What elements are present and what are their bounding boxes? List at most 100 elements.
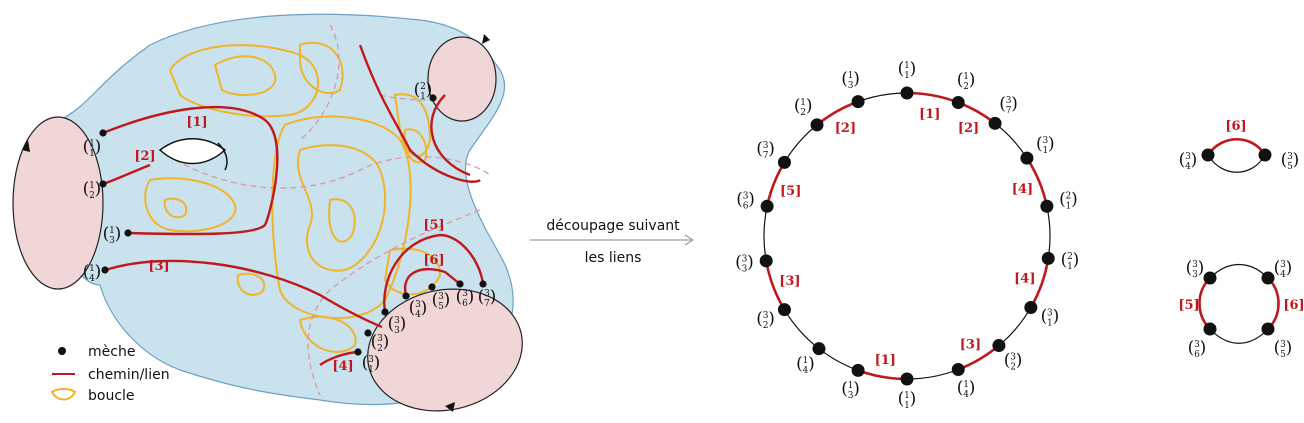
loop — [298, 315, 357, 353]
boundary-arc — [998, 307, 1032, 347]
svg-text:): ) — [1286, 258, 1293, 278]
dashed-back-curves — [174, 24, 491, 396]
svg-text:): ) — [400, 314, 407, 334]
binom-bottom: 5 — [1280, 350, 1286, 360]
svg-text:(: ( — [756, 139, 763, 159]
binom-top: 3 — [368, 355, 374, 365]
small-circle-2-figure: ()33()34()36()35[5][6] — [1178, 258, 1304, 360]
svg-text:): ) — [95, 262, 102, 282]
binom-bottom: 2 — [963, 82, 969, 92]
binom-top: 3 — [1280, 340, 1286, 350]
svg-text:(: ( — [371, 332, 378, 352]
svg-text:): ) — [969, 378, 976, 398]
link-label: [6] — [423, 253, 444, 268]
small-circle-1-figure: ()34()35[6] — [1179, 119, 1300, 173]
link-5 — [383, 233, 485, 313]
arrow-caption-line1: découpage suivant — [546, 218, 680, 234]
meche-dot — [759, 254, 773, 268]
big-circle-link-labels: [1][2][4][4][3][1][3][5][2] — [779, 107, 1035, 368]
link-label: [4] — [1014, 272, 1035, 287]
legend-dot-icon — [58, 347, 66, 355]
svg-text:): ) — [853, 379, 860, 399]
link-label: [1] — [919, 107, 940, 122]
link-arc — [1267, 277, 1280, 330]
small-circle-meche-label: ()35 — [1281, 150, 1300, 172]
binom-bottom: 3 — [394, 326, 400, 336]
big-circle-meche-label: ()21 — [1061, 250, 1080, 272]
binom-top: 3 — [1047, 309, 1053, 319]
binom-top: 3 — [1043, 136, 1049, 146]
svg-text:): ) — [1071, 190, 1078, 210]
meche-dot — [354, 348, 362, 356]
meche-dot — [1261, 322, 1275, 336]
binom-top: 1 — [904, 61, 910, 71]
big-circle-meche-label: ()13 — [841, 379, 860, 401]
top-right-boundary-disk — [427, 36, 497, 122]
arrow-caption-line2: les liens — [585, 250, 642, 266]
big-circle-meche-labels: ()11()12()37()31()21()21()31()32()14()11… — [735, 59, 1079, 411]
svg-text:): ) — [747, 253, 754, 273]
meche-dot — [777, 303, 791, 317]
binom-top: 1 — [963, 380, 969, 390]
svg-text:(: ( — [103, 224, 110, 244]
big-circle-meche-label: ()11 — [898, 389, 917, 411]
surface-meche-label: ()13 — [103, 224, 122, 246]
loop — [328, 198, 356, 243]
meche-dot — [992, 339, 1006, 353]
boundary-arc — [783, 124, 818, 163]
link-4 — [358, 44, 481, 183]
big-circle-meche-label: ()14 — [957, 378, 976, 400]
binom-bottom: 6 — [743, 202, 749, 212]
legend: mèche chemin/lien boucle — [50, 344, 170, 404]
link-label: [6] — [1283, 298, 1304, 313]
svg-text:(: ( — [83, 179, 90, 199]
big-circle-meche-label: ()31 — [1036, 134, 1055, 156]
binom-top: 1 — [800, 98, 806, 108]
link-label: [5] — [780, 184, 801, 199]
binom-bottom: 1 — [89, 149, 95, 159]
svg-text:): ) — [1016, 350, 1023, 370]
svg-text:(: ( — [414, 80, 421, 100]
svg-text:): ) — [421, 298, 428, 318]
link-1 — [102, 105, 279, 236]
meche-dot — [101, 266, 109, 274]
loop — [168, 44, 319, 118]
meche-dot — [760, 199, 774, 213]
svg-text:(: ( — [957, 70, 964, 90]
binom-bottom: 1 — [904, 401, 910, 411]
meche-dot — [1203, 322, 1217, 336]
small-circle-meche-label: ()34 — [1179, 150, 1198, 172]
arrow-head-icon — [684, 234, 694, 246]
arrow-head — [482, 34, 490, 44]
boundary-arc — [783, 309, 820, 350]
surface-meche-label: ()36 — [456, 287, 475, 309]
svg-text:(: ( — [735, 253, 742, 273]
binom-top: 3 — [462, 289, 468, 299]
binom-bottom: 3 — [848, 391, 854, 401]
boundary-arc — [1209, 328, 1269, 344]
boundary-arc — [994, 122, 1028, 159]
svg-text:): ) — [383, 332, 390, 352]
binom-bottom: 5 — [438, 302, 444, 312]
bottom-right-boundary-disk — [367, 288, 523, 412]
binom-top: 1 — [848, 381, 854, 391]
surface-figure: ()11()12()13()14()21()31()32()33()34()35… — [12, 13, 523, 412]
surface-meche-labels: ()11()12()13()14()21()31()32()33()34()35… — [83, 80, 497, 375]
meche-dot — [951, 95, 965, 109]
meche-dot — [777, 155, 791, 169]
binom-top: 1 — [848, 71, 854, 81]
binom-bottom: 3 — [1192, 270, 1198, 280]
link-label: [4] — [1012, 182, 1033, 197]
binom-bottom: 4 — [1185, 162, 1191, 172]
link-arc — [1206, 138, 1267, 156]
svg-text:): ) — [748, 190, 755, 210]
binom-bottom: 7 — [1006, 106, 1012, 116]
binom-top: 1 — [904, 391, 910, 401]
surface-meche-label: ()33 — [388, 314, 407, 336]
big-circle-meche-label: ()31 — [1041, 307, 1060, 329]
legend-label-chemin: chemin/lien — [88, 367, 170, 383]
surface-meche-label: ()12 — [83, 179, 102, 201]
svg-text:): ) — [1200, 338, 1207, 358]
svg-text:(: ( — [478, 287, 485, 307]
svg-text:(: ( — [83, 262, 90, 282]
